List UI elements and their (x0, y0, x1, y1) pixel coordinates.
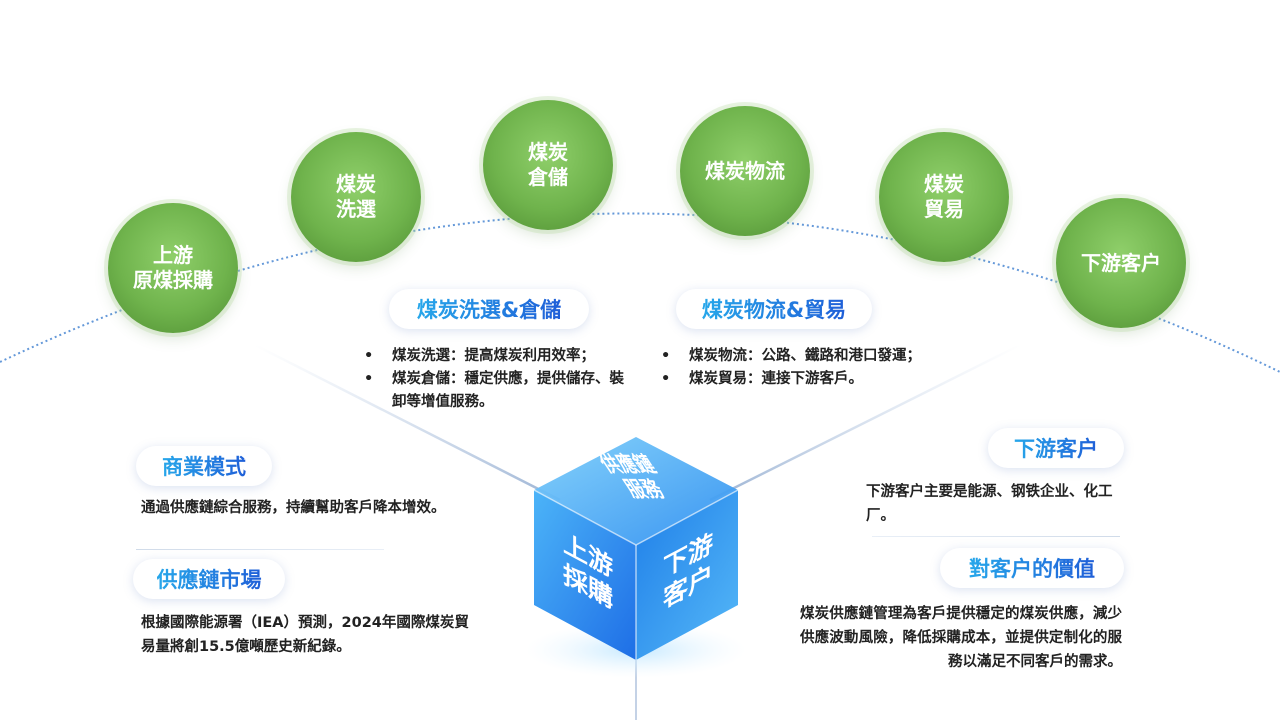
customer-value-title: 對客户的價值 (940, 548, 1124, 588)
supply-market-title: 供應鏈市場 (133, 559, 285, 599)
customer-value-title-text: 對客户的價值 (969, 553, 1095, 583)
business-model-title-text: 商業模式 (162, 451, 246, 481)
washing-storage-title-text: 煤炭洗選&倉儲 (417, 294, 561, 324)
stage-upstream-procurement: 上游 原煤採購 (108, 203, 238, 333)
cube-left-face (534, 490, 636, 660)
washing-storage-title: 煤炭洗選&倉儲 (389, 289, 589, 329)
logistics-trade-title-text: 煤炭物流&貿易 (702, 294, 846, 324)
washing-storage-bullet-1: 煤炭洗選：提高煤炭利用效率； (362, 345, 632, 368)
right-divider (872, 536, 1120, 537)
stage-coal-logistics: 煤炭物流 (680, 106, 810, 236)
supply-market-text: 根據國際能源署（IEA）預測，2024年國際煤炭貿易量將創15.5億噸歷史新紀錄… (141, 615, 469, 655)
logistics-trade-bullets: 煤炭物流：公路、鐵路和港口發運； 煤炭貿易：連接下游客戶。 (659, 345, 959, 391)
logistics-trade-bullet-1: 煤炭物流：公路、鐵路和港口發運； (659, 345, 959, 368)
downstream-text: 下游客户主要是能源、钢铁企业、化工厂。 (866, 484, 1113, 524)
downstream-title-text: 下游客户 (1014, 433, 1098, 463)
customer-value-text: 煤炭供應鏈管理為客戶提供穩定的煤炭供應，減少供應波動風險，降低採購成本，並提供定… (800, 606, 1122, 670)
stage-coal-trade: 煤炭 貿易 (879, 132, 1009, 262)
connector-left (254, 343, 561, 502)
downstream-title: 下游客户 (988, 428, 1124, 468)
stage-downstream-customer: 下游客户 (1056, 198, 1186, 328)
logistics-trade-bullet-2: 煤炭貿易：連接下游客戶。 (659, 368, 959, 391)
business-model-text: 通過供應鏈綜合服務，持續幫助客戶降本增效。 (141, 500, 446, 516)
washing-storage-bullet-2: 煤炭倉儲：穩定供應，提供儲存、裝卸等增值服務。 (362, 368, 632, 414)
left-divider (136, 549, 384, 550)
stage-coal-washing: 煤炭 洗選 (291, 132, 421, 262)
business-model-title: 商業模式 (136, 446, 272, 486)
cube-top-face (534, 437, 738, 545)
logistics-trade-title: 煤炭物流&貿易 (676, 289, 872, 329)
washing-storage-bullets: 煤炭洗選：提高煤炭利用效率； 煤炭倉儲：穩定供應，提供儲存、裝卸等增值服務。 (362, 345, 632, 414)
connector-right (709, 343, 1021, 502)
supply-market-title-text: 供應鏈市場 (157, 564, 262, 594)
stage-coal-storage: 煤炭 倉儲 (483, 100, 613, 230)
cube-right-face (636, 490, 738, 660)
